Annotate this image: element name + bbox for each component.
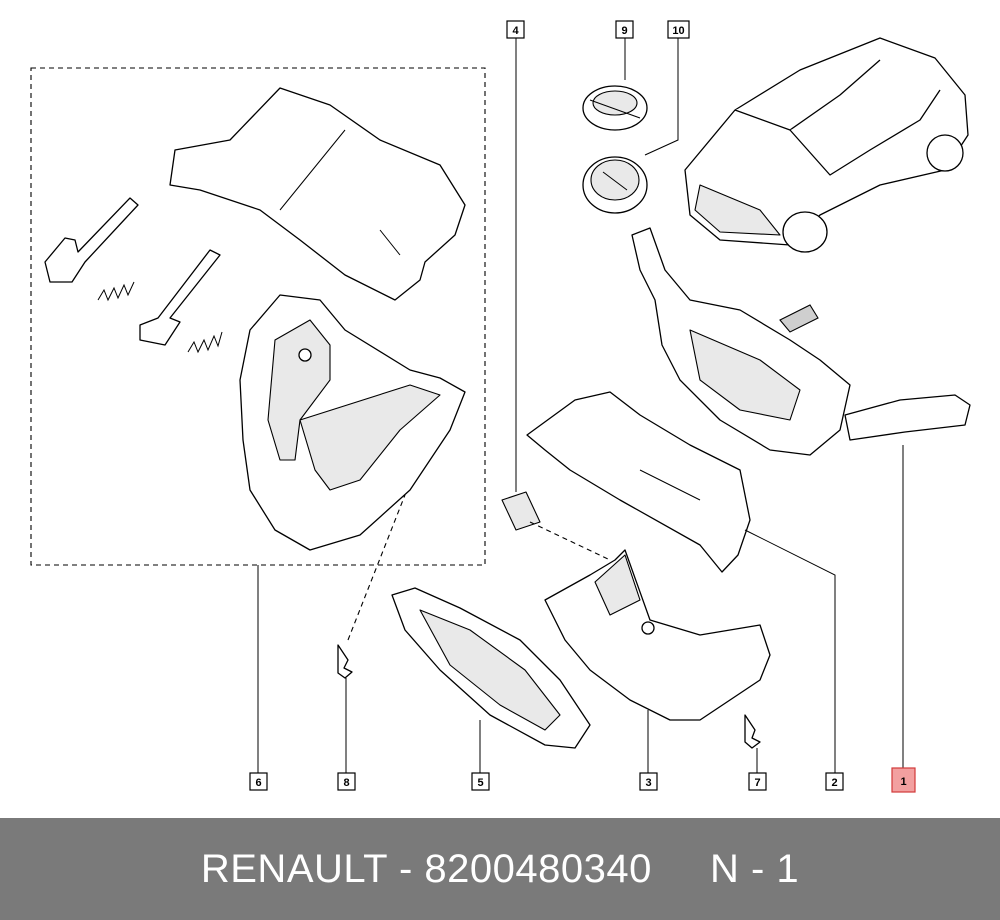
callout-3: 3 xyxy=(639,772,658,791)
callout-5: 5 xyxy=(471,772,490,791)
lower-shroud xyxy=(239,294,466,551)
screw-7 xyxy=(744,714,761,749)
callout-7: 7 xyxy=(748,772,767,791)
callout-8: 8 xyxy=(337,772,356,791)
svg-text:9: 9 xyxy=(621,25,627,37)
shroud-half xyxy=(526,391,751,573)
small-pad xyxy=(501,491,541,531)
upper-shroud-cover xyxy=(169,87,466,301)
part-number-text: RENAULT - 8200480340 N - 1 xyxy=(200,846,800,891)
callout-1[interactable]: 1 xyxy=(891,767,916,793)
lower-shroud-half xyxy=(544,549,771,721)
svg-text:6: 6 xyxy=(255,777,261,789)
callout-2: 2 xyxy=(825,772,844,791)
callout-10: 10 xyxy=(667,20,690,39)
ignition-ring xyxy=(582,85,648,131)
lock-cap xyxy=(582,156,648,214)
svg-text:2: 2 xyxy=(831,777,837,789)
callout-6: 6 xyxy=(249,772,268,791)
springs xyxy=(97,281,223,354)
svg-text:5: 5 xyxy=(477,777,483,789)
svg-text:7: 7 xyxy=(754,777,760,789)
svg-text:8: 8 xyxy=(343,777,349,789)
svg-text:1: 1 xyxy=(900,776,906,788)
screw-8 xyxy=(337,644,353,679)
svg-text:10: 10 xyxy=(672,25,684,37)
lower-bracket xyxy=(391,587,591,749)
svg-text:4: 4 xyxy=(512,25,519,37)
svg-text:3: 3 xyxy=(645,777,651,789)
callout-4: 4 xyxy=(506,20,525,39)
parts-diagram: 6 8 5 3 7 2 1 4 9 10 xyxy=(30,20,971,793)
key-blades xyxy=(44,197,221,346)
combination-switch xyxy=(631,227,971,456)
callout-9: 9 xyxy=(615,20,634,39)
part-number-banner: RENAULT - 8200480340 N - 1 xyxy=(0,818,1000,920)
assembly-group-frame xyxy=(30,67,486,566)
vehicle-illustration xyxy=(684,37,969,253)
